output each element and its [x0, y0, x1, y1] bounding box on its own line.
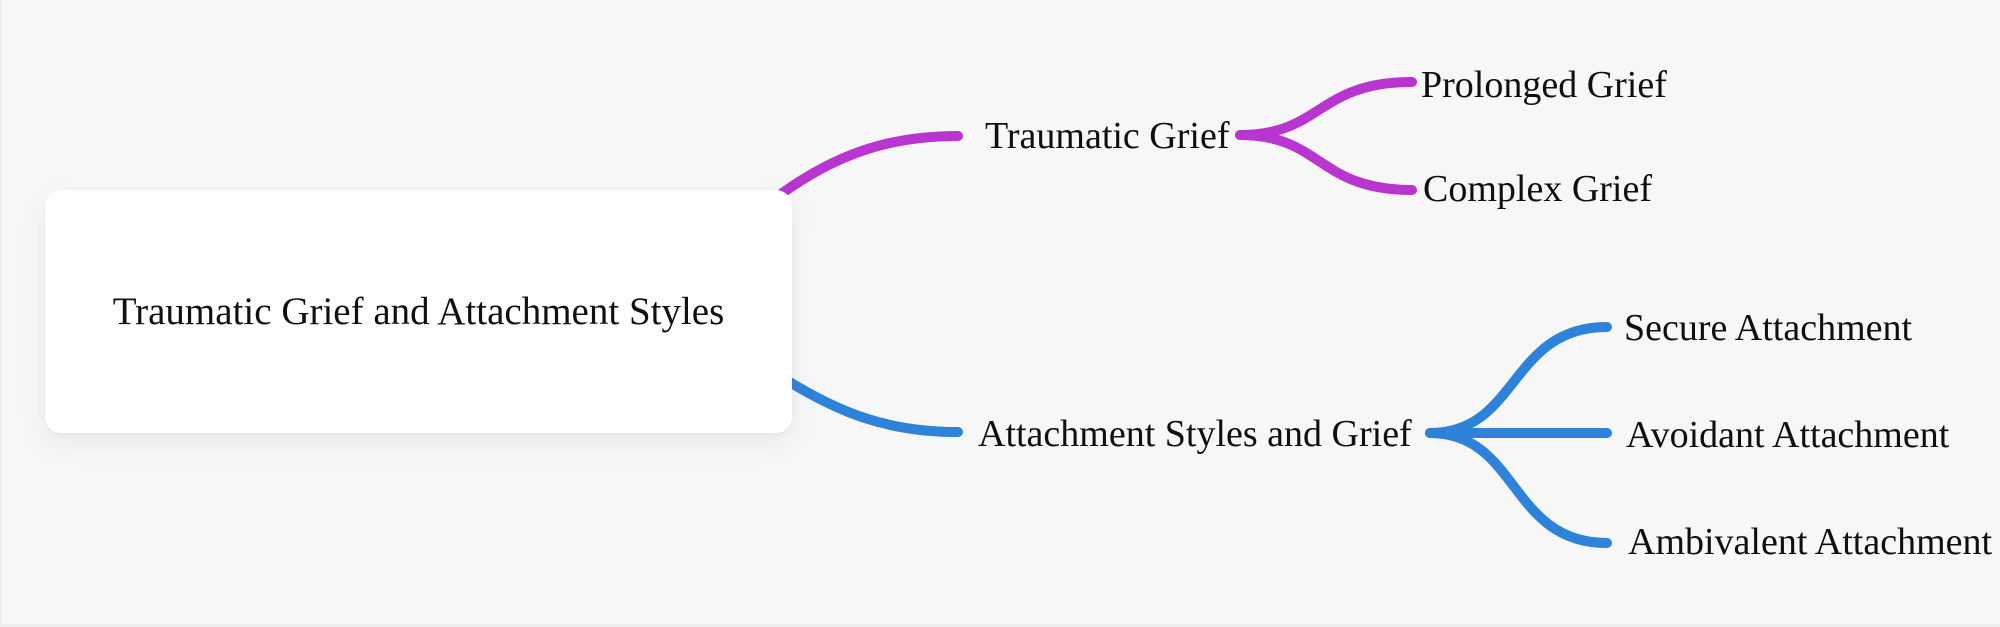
root-node-label: Traumatic Grief and Attachment Styles: [112, 289, 725, 333]
link-traumatic-grief-to-complex-grief: [1235, 130, 1417, 195]
leaf-label-complex-grief[interactable]: Complex Grief: [1423, 168, 1653, 210]
leaf-label-avoidant-attachment[interactable]: Avoidant Attachment: [1626, 414, 1950, 456]
root-node[interactable]: Traumatic Grief and Attachment Styles: [45, 190, 792, 433]
link-root-to-traumatic-grief: [776, 131, 963, 199]
link-root-to-attachment-styles: [783, 376, 963, 437]
link-traumatic-grief-to-prolonged-grief: [1235, 77, 1417, 140]
leaf-label-prolonged-grief[interactable]: Prolonged Grief: [1421, 64, 1667, 106]
branch-label-traumatic-grief[interactable]: Traumatic Grief: [985, 115, 1230, 157]
branch-label-attachment-styles-and-grief[interactable]: Attachment Styles and Grief: [978, 413, 1412, 455]
link-attachment-styles-to-secure: [1425, 322, 1612, 438]
leaf-label-ambivalent-attachment[interactable]: Ambivalent Attachment: [1628, 521, 1993, 563]
leaf-label-secure-attachment[interactable]: Secure Attachment: [1624, 307, 1913, 349]
link-attachment-styles-to-ambivalent: [1425, 428, 1612, 548]
